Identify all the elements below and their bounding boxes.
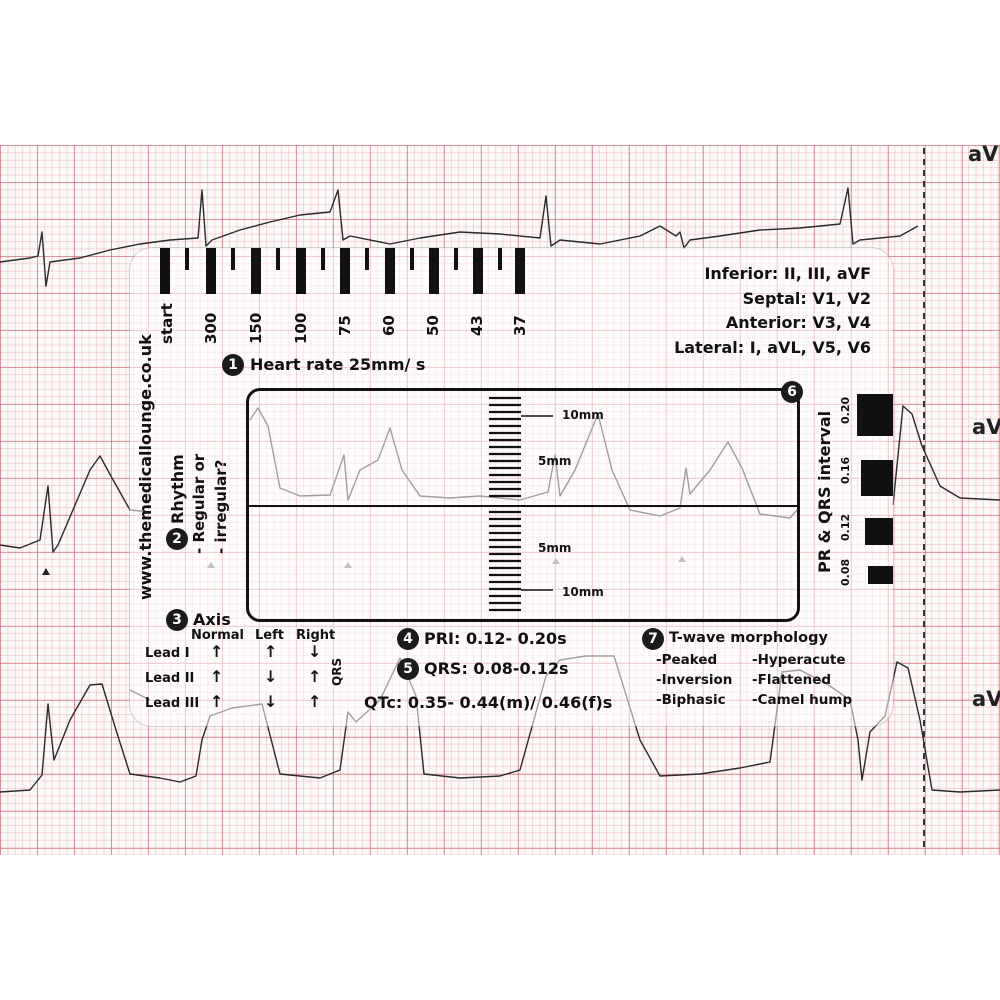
axis-arrow: ↑ [210, 667, 224, 686]
axis-col-right: Right [296, 628, 336, 643]
axis-col-normal: Normal [191, 628, 244, 643]
hr-label-37: 37 [511, 315, 529, 336]
axis-arrow: ↓ [264, 667, 278, 686]
axis-lead-iii: Lead III [145, 696, 200, 711]
hr-label-43: 43 [468, 315, 486, 336]
axis-arrow: ↓ [264, 692, 278, 711]
badge-5: 5 [397, 658, 419, 680]
hr-label-50: 50 [424, 315, 442, 336]
territory-list: Inferior: II, III, aVF Septal: V1, V2 An… [674, 262, 871, 360]
pr-qrs-value-008: 0.08 [839, 558, 852, 586]
pr-block-020 [857, 394, 893, 436]
rhythm-line1: - Regular or [190, 453, 208, 554]
twave-camel-hump: -Camel hump [752, 692, 853, 708]
qtc-text: QTc: 0.35- 0.44(m)/ 0.46(f)s [364, 693, 613, 712]
pr-qrs-value-012: 0.12 [839, 513, 852, 541]
pr-block-012 [865, 518, 893, 545]
badge-6: 6 [781, 381, 803, 403]
hr-label-150: 150 [247, 312, 265, 344]
axis-lead-i: Lead I [145, 646, 190, 661]
ruler-label-5mm-top: 5mm [538, 454, 572, 468]
badge-2: 2 [166, 528, 188, 550]
qrs-text: QRS: 0.08-0.12s [424, 659, 569, 678]
ruler-label-10mm-bottom: 10mm [562, 585, 604, 599]
hr-label-100: 100 [292, 312, 310, 344]
axis-title: Axis [193, 610, 231, 629]
twave-biphasic: -Biphasic [656, 692, 726, 708]
lead-label-bottom: aV [972, 687, 1000, 711]
badge-3: 3 [166, 609, 188, 631]
badge-4: 4 [397, 628, 419, 650]
pr-qrs-value-020: 0.20 [839, 396, 852, 424]
pri-text: PRI: 0.12- 0.20s [424, 629, 567, 648]
ecg-trace-bottom [0, 655, 1000, 793]
pr-block-008 [868, 566, 893, 584]
pr-block-016 [861, 460, 893, 496]
hr-label-60: 60 [380, 315, 398, 336]
hr-label-75: 75 [336, 315, 354, 336]
badge-1: 1 [222, 354, 244, 376]
ruler-label-10mm-top: 10mm [562, 408, 604, 422]
twave-peaked: -Peaked [656, 652, 718, 668]
twave-title: T-wave morphology [669, 630, 828, 646]
lead-label-top: aV [968, 142, 999, 166]
lead-label-middle: aV [972, 415, 1000, 439]
heart-rate-title: Heart rate 25mm/ s [250, 355, 426, 374]
territory-anterior: Anterior: V3, V4 [725, 313, 871, 332]
ecg-ruler-card: start 300 150 100 75 60 50 43 37 Inferio… [130, 248, 893, 726]
territory-lateral: Lateral: I, aVL, V5, V6 [674, 337, 871, 357]
window-baseline [246, 505, 800, 507]
mm-ruler [489, 396, 553, 612]
territory-septal: Septal: V1, V2 [742, 288, 871, 308]
territory-inferior: Inferior: II, III, aVF [704, 264, 871, 283]
axis-qrs-label: QRS [330, 657, 344, 686]
rhythm-title: Rhythm [168, 454, 187, 524]
badge-7: 7 [642, 628, 664, 650]
axis-arrow: ↑ [308, 692, 322, 711]
twave-hyperacute: -Hyperacute [752, 652, 846, 668]
hr-label-300: 300 [202, 312, 220, 344]
pr-qrs-value-016: 0.16 [839, 456, 852, 484]
axis-arrow: ↓ [308, 642, 322, 661]
axis-arrow: ↑ [308, 667, 322, 686]
ecg-trace-middle-right [892, 405, 1000, 506]
axis-lead-ii: Lead II [145, 671, 195, 686]
axis-arrow: ↑ [210, 642, 224, 661]
pr-qrs-label: PR & QRS interval [815, 410, 834, 573]
ruler-label-5mm-bottom: 5mm [538, 541, 572, 555]
website-label: www.themedicallounge.co.uk [136, 334, 155, 600]
rhythm-line2: - irregular? [212, 459, 230, 554]
twave-flattened: -Flattened [752, 672, 832, 688]
axis-col-left: Left [255, 628, 284, 643]
axis-arrow: ↑ [210, 692, 224, 711]
ecg-trace-top [0, 187, 919, 287]
ecg-trace-middle [0, 455, 151, 553]
marker-triangle [42, 568, 50, 575]
twave-inversion: -Inversion [656, 672, 733, 688]
hr-label-start: start [158, 303, 176, 344]
axis-arrow: ↑ [264, 642, 278, 661]
